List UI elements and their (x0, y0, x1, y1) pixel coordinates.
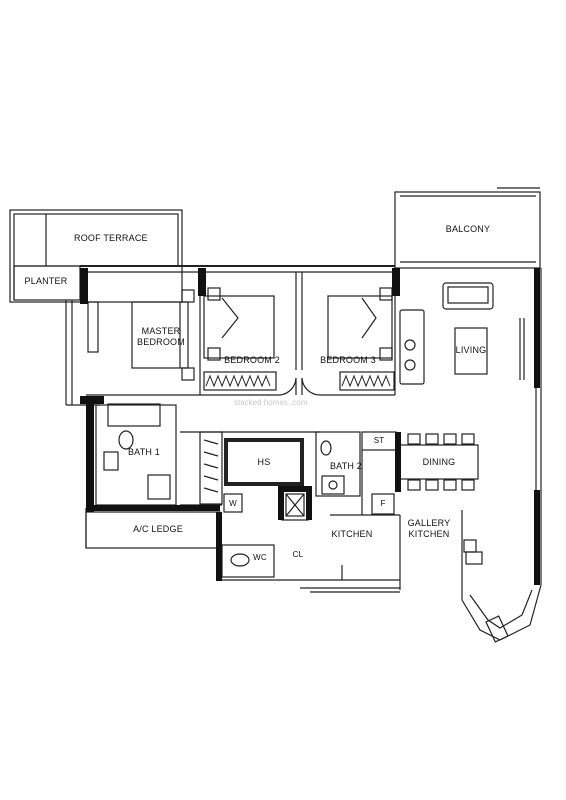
label-planter: PLANTER (24, 276, 68, 286)
label-hs: HS (257, 457, 271, 467)
label-master-bedroom-1: MASTER (141, 326, 181, 336)
label-wc: WC (253, 553, 267, 562)
w-box (223, 493, 243, 513)
label-gallery-kitchen-1: GALLERY (407, 518, 451, 528)
label-f: F (380, 499, 386, 508)
label-balcony: BALCONY (445, 224, 491, 234)
balcony-outline (394, 191, 541, 269)
watermark-text: stacked homes .com (234, 398, 308, 407)
label-master-bedroom-2: BEDROOM (137, 337, 185, 347)
label-gallery-kitchen-2: KITCHEN (408, 529, 450, 539)
label-w: W (229, 499, 237, 508)
label-bedroom-3: BEDROOM 3 (320, 355, 376, 365)
label-st: ST (373, 436, 385, 445)
coffee-table (454, 327, 488, 375)
label-living: LIVING (455, 345, 487, 355)
bath2-outline (315, 431, 361, 497)
sofa (442, 282, 494, 310)
armchair (399, 309, 425, 385)
label-cl: CL (292, 550, 304, 559)
label-roof-terrace: ROOF TERRACE (74, 233, 148, 243)
label-bath-2: BATH 2 (329, 461, 363, 471)
f-box (371, 493, 395, 515)
roof-terrace-outline (9, 209, 183, 303)
label-bath-1: BATH 1 (127, 447, 161, 457)
label-ac-ledge: A/C LEDGE (133, 524, 183, 534)
label-dining: DINING (422, 457, 456, 467)
label-kitchen: KITCHEN (331, 529, 373, 539)
label-bedroom-2: BEDROOM 2 (224, 355, 280, 365)
